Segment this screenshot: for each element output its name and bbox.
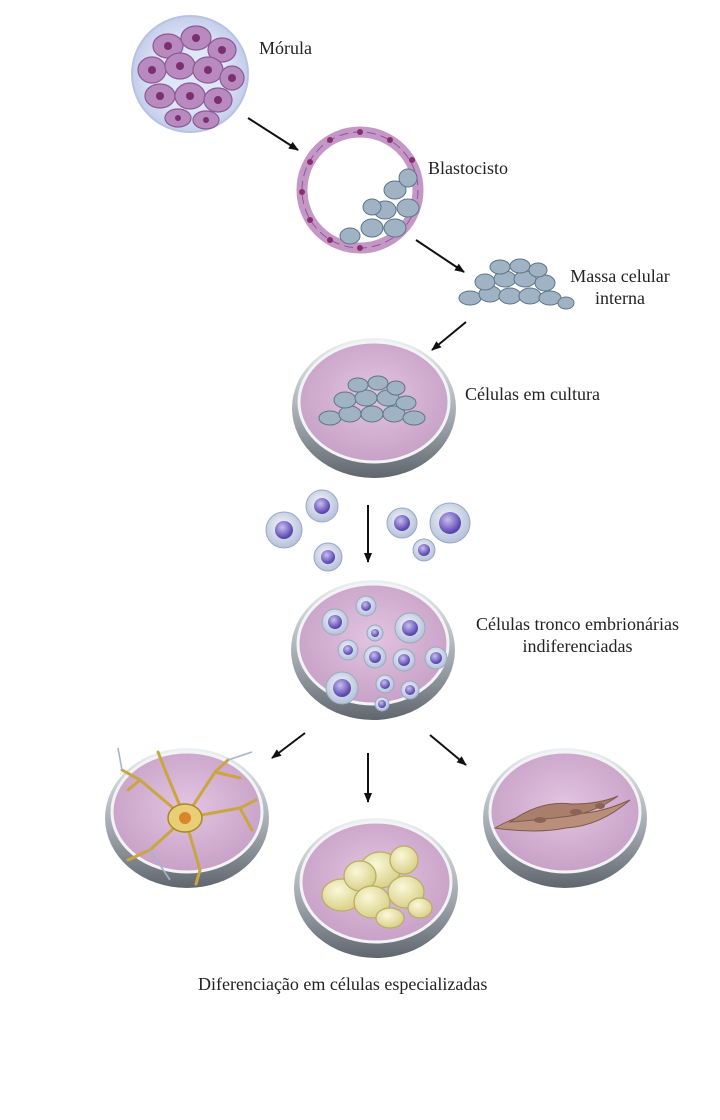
stem-cell-dish (291, 580, 455, 720)
label-inner-cell-mass-line2: interna (595, 288, 645, 308)
culture-dish (292, 338, 456, 478)
label-morula: Mórula (259, 38, 312, 58)
label-culture: Células em cultura (465, 384, 600, 404)
loose-stem-cells (265, 489, 471, 572)
label-inner-cell-mass-line1: Massa celular (570, 266, 670, 286)
label-blastocyst: Blastocisto (428, 158, 508, 178)
neuron-dish (105, 747, 269, 888)
arrow-stem-to-neuron (271, 732, 306, 759)
label-inner-cell-mass: Massa celular interna (560, 265, 680, 309)
label-differentiation: Diferenciação em células especializadas (198, 974, 488, 994)
morula-illustration (131, 15, 249, 133)
arrow-blastocyst-to-icm (415, 239, 465, 273)
arrow-morula-to-blastocyst (247, 117, 299, 151)
label-stem-cells: Células tronco embrionárias indiferencia… (455, 613, 700, 657)
arrow-icm-to-culture (431, 321, 467, 351)
blastocyst-illustration (296, 126, 424, 254)
muscle-dish (483, 748, 647, 888)
adipocyte-dish (294, 818, 458, 958)
label-stem-cells-line1: Células tronco embrionárias (476, 614, 679, 634)
label-stem-cells-line2: indiferenciadas (522, 636, 633, 656)
inner-cell-mass-illustration (458, 258, 575, 310)
flow-arrows (247, 117, 467, 803)
arrow-stem-to-muscle (429, 734, 467, 766)
